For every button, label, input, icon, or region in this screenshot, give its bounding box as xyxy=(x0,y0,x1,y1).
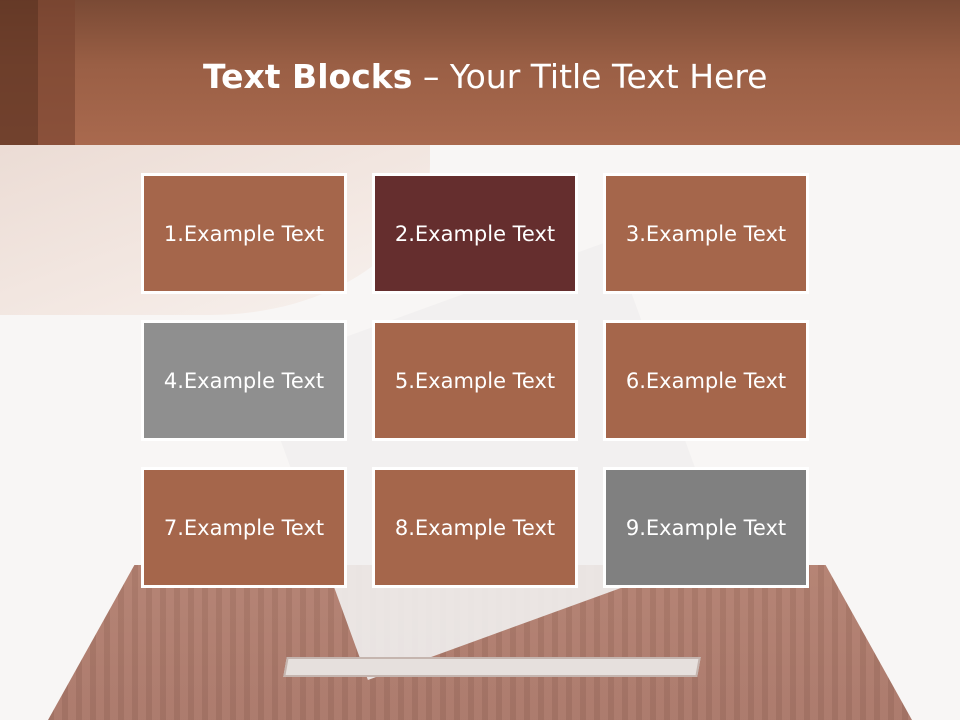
text-block-2[interactable]: 2.Example Text xyxy=(372,173,578,294)
text-block-8[interactable]: 8.Example Text xyxy=(372,467,578,588)
text-block-label: 6.Example Text xyxy=(625,368,787,393)
header-accent-bar xyxy=(0,0,38,145)
text-block-label: 4.Example Text xyxy=(163,368,325,393)
text-block-5[interactable]: 5.Example Text xyxy=(372,320,578,441)
text-block-3[interactable]: 3.Example Text xyxy=(603,173,809,294)
page-title: Text Blocks – Your Title Text Here xyxy=(0,57,960,97)
ballot-slot xyxy=(283,657,701,677)
header-accent-bar xyxy=(38,0,75,145)
text-block-label: 1.Example Text xyxy=(163,221,325,246)
text-block-4[interactable]: 4.Example Text xyxy=(141,320,347,441)
text-block-label: 9.Example Text xyxy=(625,515,787,540)
text-block-9[interactable]: 9.Example Text xyxy=(603,467,809,588)
text-block-6[interactable]: 6.Example Text xyxy=(603,320,809,441)
text-block-7[interactable]: 7.Example Text xyxy=(141,467,347,588)
title-dash: – xyxy=(412,57,450,96)
title-bar xyxy=(0,0,960,145)
text-block-label: 8.Example Text xyxy=(394,515,556,540)
title-normal: Your Title Text Here xyxy=(449,57,768,96)
text-block-label: 5.Example Text xyxy=(394,368,556,393)
text-block-label: 2.Example Text xyxy=(394,221,556,246)
text-block-1[interactable]: 1.Example Text xyxy=(141,173,347,294)
title-bold: Text Blocks xyxy=(203,57,413,96)
text-block-label: 7.Example Text xyxy=(163,515,325,540)
text-block-label: 3.Example Text xyxy=(625,221,787,246)
